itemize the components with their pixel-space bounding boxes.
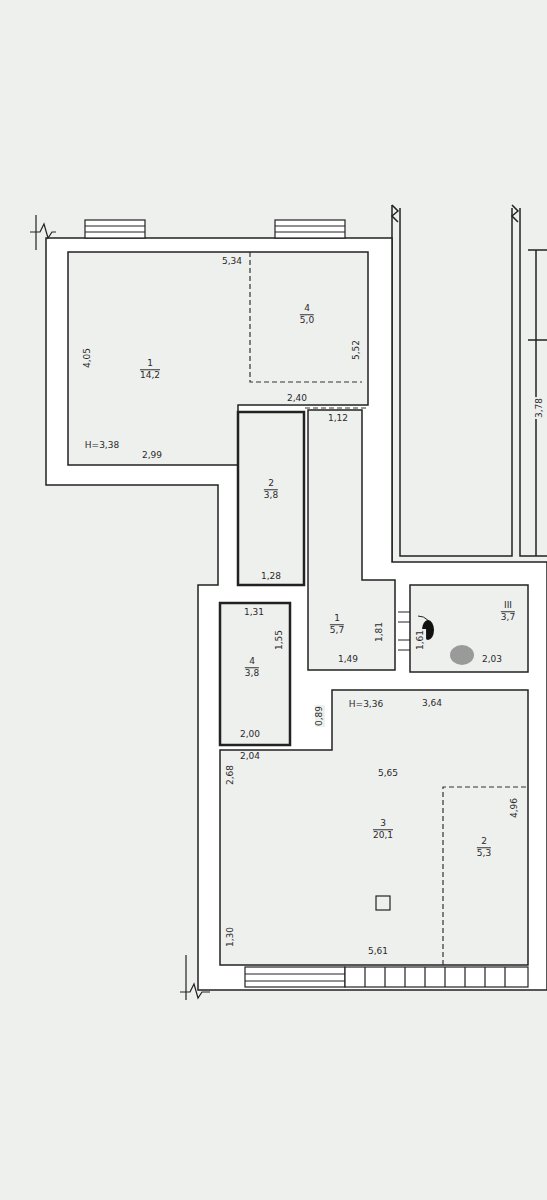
room: III3,7 (410, 585, 528, 672)
dimension-label: 5,34 (221, 257, 243, 267)
room-label: 320,1 (373, 818, 393, 842)
column-symbol (376, 896, 390, 910)
dimension-label: 1,49 (337, 655, 359, 665)
room-number: 3 (373, 818, 393, 830)
room: 320,1 25,3 (220, 690, 528, 965)
room-outlines (68, 252, 528, 965)
dimension-label: 1,12 (327, 414, 349, 424)
dimension-label: 1,28 (260, 572, 282, 582)
room-area: 5,0 (300, 316, 314, 327)
dimension-label: 4,96 (510, 797, 520, 819)
dimension-label: 2,40 (286, 394, 308, 404)
dimension-label: 5,52 (352, 339, 362, 361)
room-number: 4 (300, 303, 314, 315)
redaction-mark (450, 645, 474, 665)
dimension-label: 1,31 (243, 608, 265, 618)
dimension-label: 3,64 (421, 699, 443, 709)
dimension-label: 5,61 (367, 947, 389, 957)
dimension-label: 2,99 (141, 451, 163, 461)
dimension-label: 2,68 (226, 764, 236, 786)
room-number: 2 (477, 836, 491, 848)
windows (85, 220, 528, 987)
room-area: 3,7 (501, 613, 515, 624)
dimension-label: 1,81 (375, 621, 385, 643)
dimension-label: 1,61 (416, 629, 426, 651)
room-area: 20,1 (373, 831, 393, 842)
break-marks (30, 215, 210, 1000)
room-label: 25,3 (477, 836, 491, 860)
room: 23,8 (238, 412, 304, 585)
dashed-zones (250, 252, 528, 965)
dimension-label: 2,03 (481, 655, 503, 665)
room-area: 3,8 (245, 669, 259, 680)
room-label: III3,7 (501, 600, 515, 624)
dimension-label: 3,78 (535, 397, 545, 419)
dimension-label: H=3,36 (348, 700, 384, 710)
room-label: 15,7 (330, 613, 344, 637)
room-label: 45,0 (300, 303, 314, 327)
room-label: 114,2 (140, 358, 160, 382)
room-label: 43,8 (245, 656, 259, 680)
neighbour-walls (392, 205, 547, 562)
dimension-label: 4,05 (83, 347, 93, 369)
outer-wall (46, 238, 547, 990)
dimension-label: 2,04 (239, 752, 261, 762)
dimension-label: 0,89 (315, 705, 325, 727)
room-label: 23,8 (264, 478, 278, 502)
room-number: 1 (140, 358, 160, 370)
room-area: 3,8 (264, 491, 278, 502)
room-area: 5,3 (477, 849, 491, 860)
room-number: 1 (330, 613, 344, 625)
room: 43,8 (220, 603, 290, 745)
room-number: 4 (245, 656, 259, 668)
room-number: 2 (264, 478, 278, 490)
room-area: 5,7 (330, 626, 344, 637)
dimension-label: H=3,38 (84, 441, 120, 451)
dimension-label: 1,55 (275, 629, 285, 651)
room: 45,0 (250, 252, 362, 382)
dimension-label: 2,00 (239, 730, 261, 740)
room: 114,2 45,0 (68, 252, 368, 465)
room-number: III (501, 600, 515, 612)
dimension-label: 1,30 (226, 926, 236, 948)
room-area: 14,2 (140, 371, 160, 382)
dimension-label: 5,65 (377, 769, 399, 779)
